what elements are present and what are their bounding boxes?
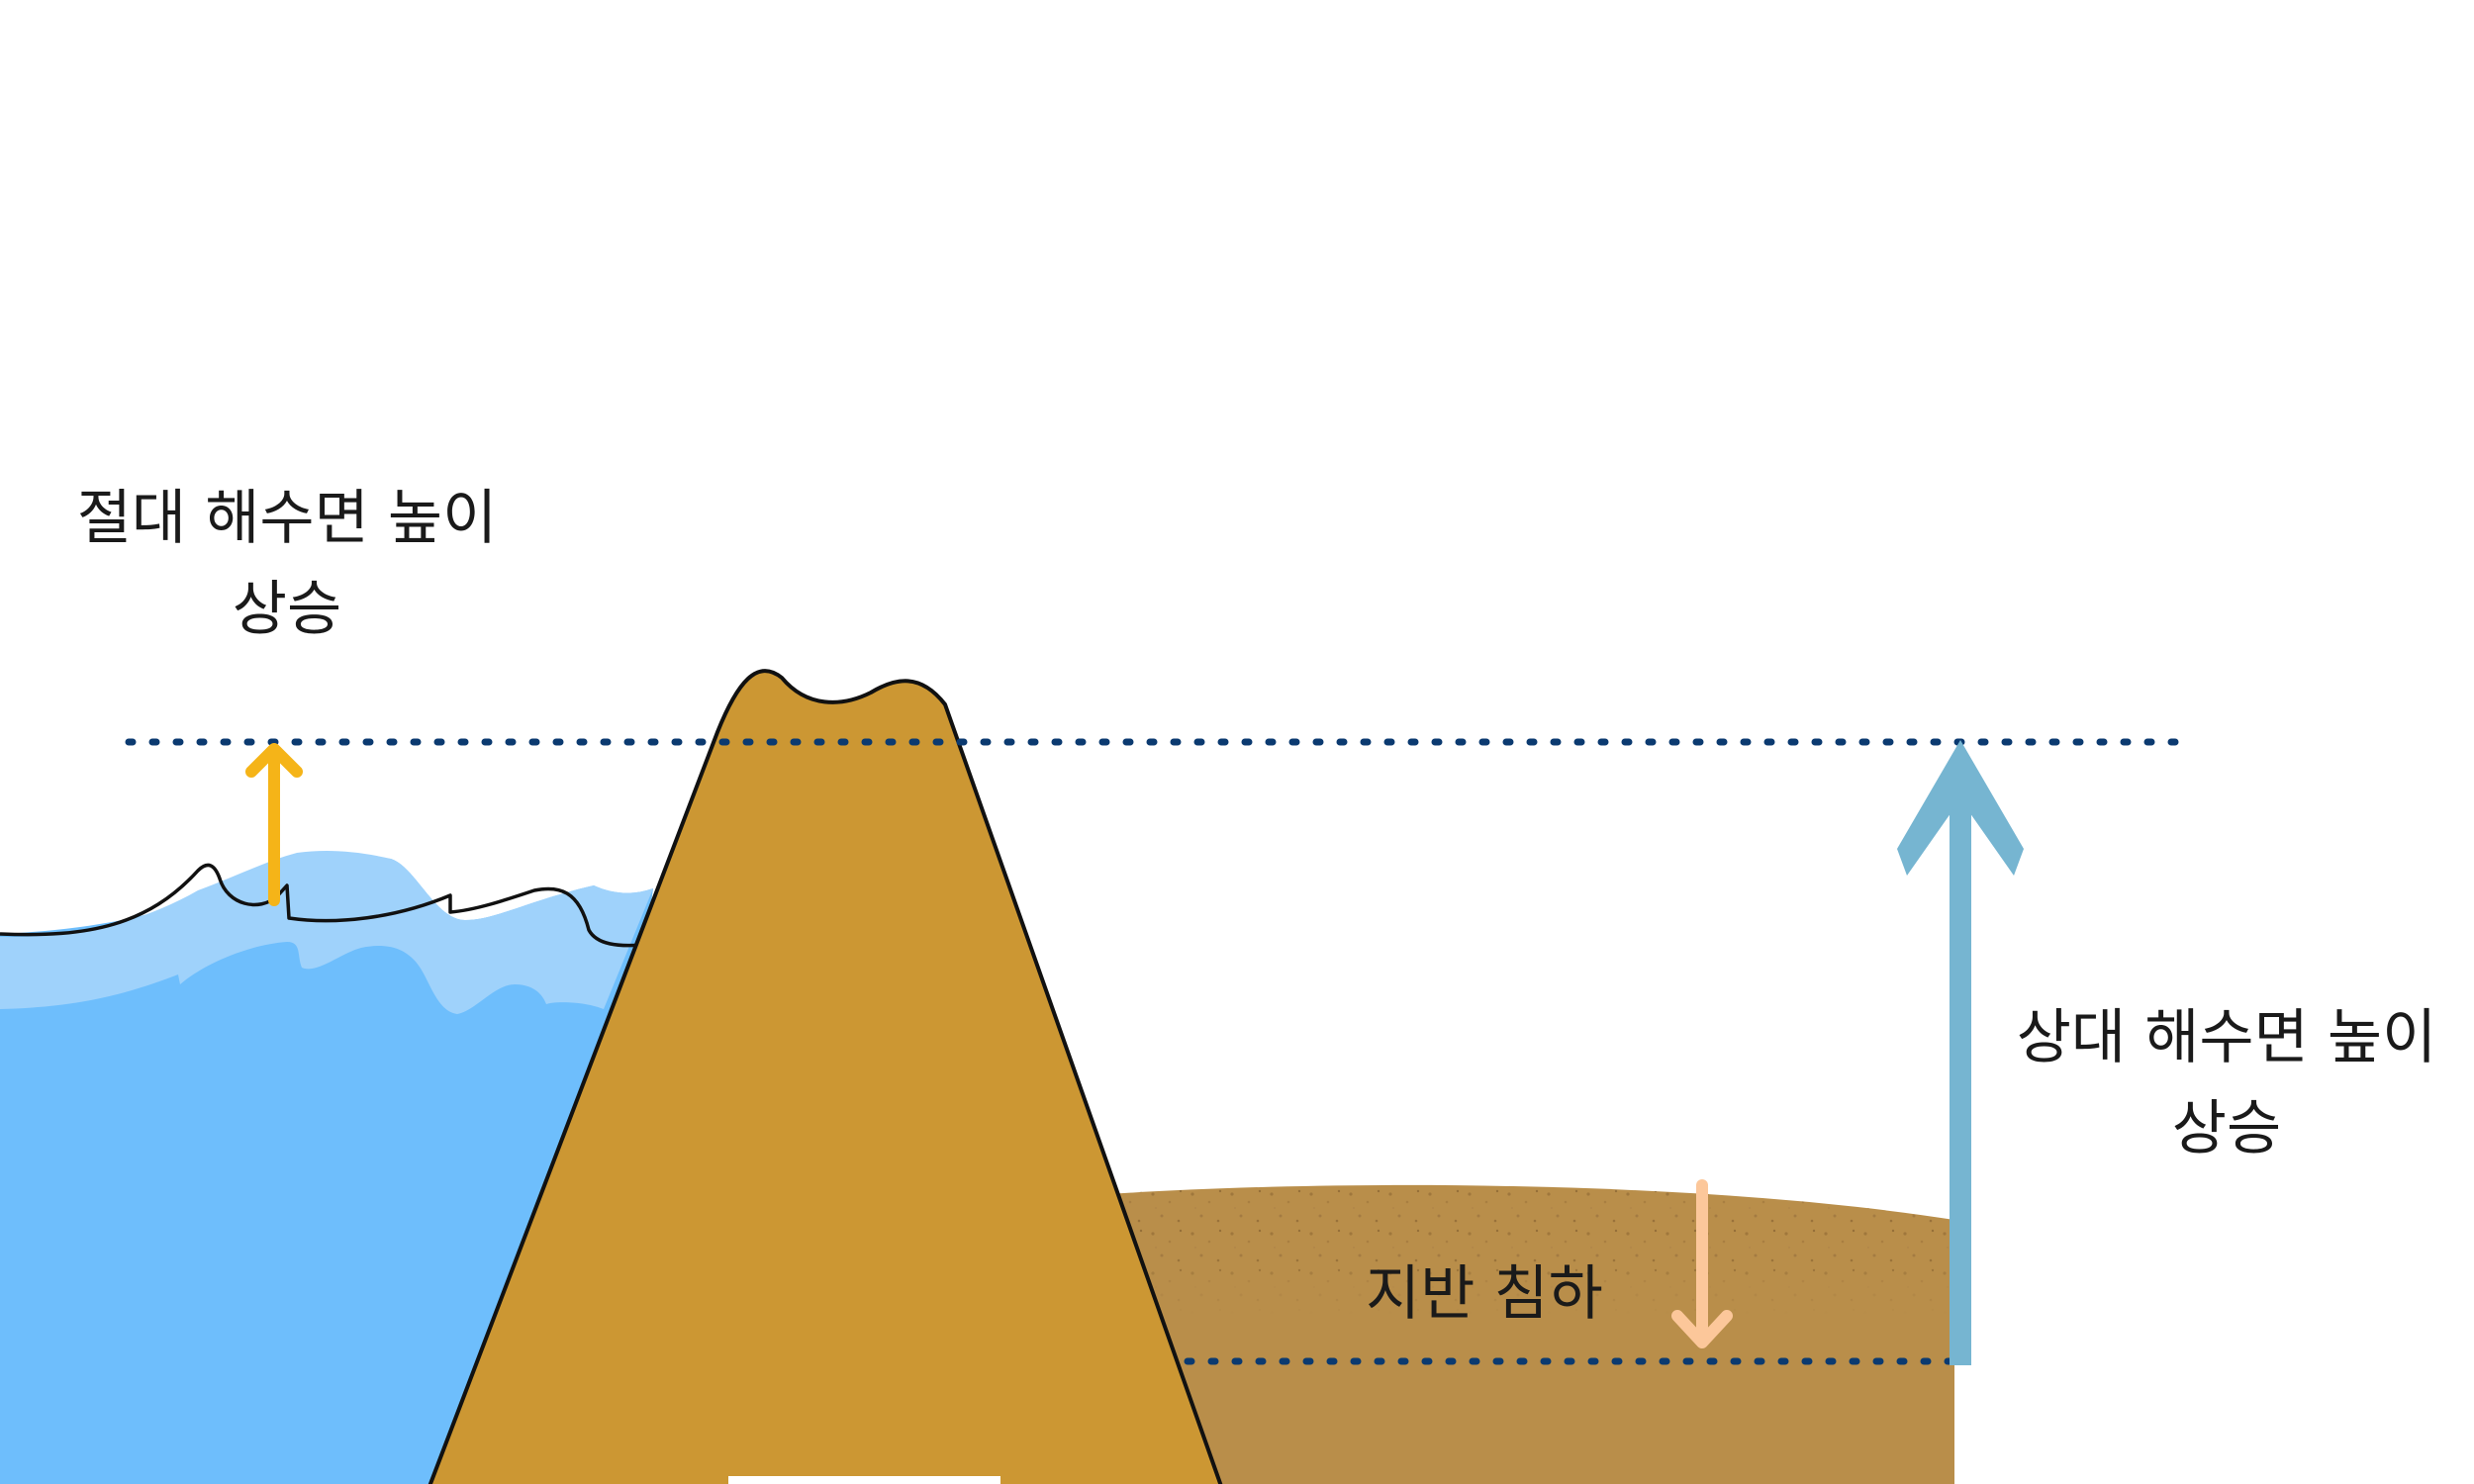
absolute-rise-arrow xyxy=(245,743,303,906)
subsidence-arrow xyxy=(1671,1179,1733,1348)
absolute-label-line-2: 상승 xyxy=(232,575,342,644)
land-mass xyxy=(1069,1184,1954,1484)
relative-label-line-1: 상대 해수면 높이 xyxy=(2016,1003,2437,1072)
absolute-label-line-1: 절대 해수면 높이 xyxy=(76,484,498,553)
mountain xyxy=(428,669,1223,1484)
ocean-light-water xyxy=(0,851,653,1014)
wave-crest-line xyxy=(0,863,644,948)
land-shade xyxy=(1069,1184,1954,1316)
relative-label-line-2: 상승 xyxy=(2171,1094,2282,1163)
relative-sea-level-rise-label: 상대 해수면 높이 상승 xyxy=(1989,992,2464,1174)
relative-rise-arrow xyxy=(1897,740,2024,1365)
land-subsidence-label: 지반 침하 xyxy=(1366,1249,1663,1340)
seafloor-gap xyxy=(728,1476,1000,1484)
absolute-sea-level-rise-label: 절대 해수면 높이 상승 xyxy=(40,473,534,655)
subsidence-label-text: 지반 침하 xyxy=(1366,1259,1603,1329)
